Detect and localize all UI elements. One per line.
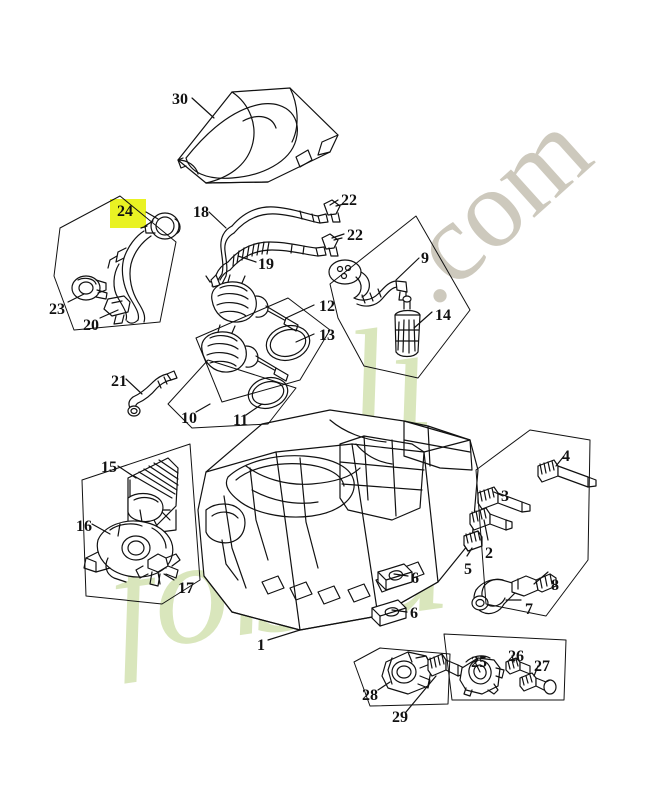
callout-carburetor-assembly-lower: 10 <box>181 410 197 427</box>
callout-crankcase-housing: 1 <box>257 637 265 654</box>
part-25-mount <box>459 655 505 697</box>
callout-elbow-hose: 21 <box>111 373 127 390</box>
part-29-screw <box>427 653 465 677</box>
callout-spark-plug-boot: 8 <box>551 577 559 594</box>
part-24-hose-run <box>107 230 152 324</box>
callout-impulse-hose-assembly: 9 <box>421 250 429 267</box>
part-22-fitting-upper <box>323 199 345 223</box>
callout-rubber-mount-upper: 6 <box>411 570 419 587</box>
callout-screw-medium: 3 <box>501 488 509 505</box>
part-7-lead-elbow <box>471 578 517 615</box>
callout-grommet-plug: 23 <box>49 301 65 318</box>
callout-engine-shroud-cover: 30 <box>172 91 188 108</box>
part-27-screw-flanged <box>519 672 557 695</box>
callout-screw-flanged: 27 <box>534 658 550 675</box>
callout-retaining-clip: 17 <box>178 580 194 597</box>
callout-hose-connector-fitting: 22 <box>341 192 357 209</box>
callout-hose-connector-fitting: 22 <box>347 227 363 244</box>
callout-screw-short: 2 <box>485 545 493 562</box>
callout-screw-pump: 29 <box>392 709 408 726</box>
part-11-oring-lower <box>247 376 289 410</box>
part-17-clip <box>135 553 181 587</box>
part-6-mount-upper <box>377 563 413 591</box>
callout-o-ring-upper: 13 <box>319 327 335 344</box>
part-24-primer-bulb <box>140 212 181 240</box>
callout-corrugated-fuel-line: 19 <box>258 256 274 273</box>
part-30-shroud <box>177 87 339 184</box>
part-10-carb-lower <box>201 324 289 382</box>
part-19-corrugated-line <box>210 241 327 288</box>
callout-fuel-filter: 14 <box>435 307 451 324</box>
part-4-screw-long <box>537 459 597 488</box>
callout-oil-pump-bracket: 28 <box>362 687 378 704</box>
callout-ignition-lead-elbow: 7 <box>525 601 533 618</box>
callout-screw-bracket: 26 <box>508 648 524 665</box>
part-1-housing <box>197 409 479 631</box>
part-28-bracket <box>381 651 433 695</box>
callout-spacer-sleeve: 5 <box>464 561 472 578</box>
part-21-elbow-hose <box>127 370 178 417</box>
callout-screw-long: 4 <box>562 448 570 465</box>
callout-primer-bulb: 24 <box>117 203 133 220</box>
callout-hose-retainer-clip: 20 <box>83 317 99 334</box>
part-23-grommet <box>71 275 108 301</box>
leader-lines <box>67 97 565 713</box>
callout-valve-body: 16 <box>76 518 92 535</box>
callout-bracket-mount: 25 <box>471 654 487 671</box>
part-3-screw-medium <box>477 486 531 513</box>
part-13-oring-upper <box>265 324 311 362</box>
part-8-plug-boot <box>511 573 557 597</box>
part-18-fuel-hose <box>205 206 329 287</box>
callout-fuel-hose-long: 18 <box>193 204 209 221</box>
baffle-fins <box>133 459 179 499</box>
part-9-impulse-hose <box>328 259 408 307</box>
part-14-fuel-filter <box>394 295 421 358</box>
part-12-carb-upper <box>211 274 299 332</box>
callout-air-baffle: 15 <box>101 459 117 476</box>
part-15-air-baffle <box>127 457 179 533</box>
part-26-screw <box>505 657 531 675</box>
callout-carburetor-assembly-upper: 12 <box>319 298 335 315</box>
filter-mesh <box>397 319 416 354</box>
callout-o-ring-lower: 11 <box>233 412 249 429</box>
highlight-box-24 <box>110 199 146 228</box>
part-2-screw-short <box>469 507 513 531</box>
callout-rubber-mount-lower: 6 <box>410 605 418 622</box>
part-16-valve-body <box>83 520 174 583</box>
group-boxes <box>53 195 591 707</box>
